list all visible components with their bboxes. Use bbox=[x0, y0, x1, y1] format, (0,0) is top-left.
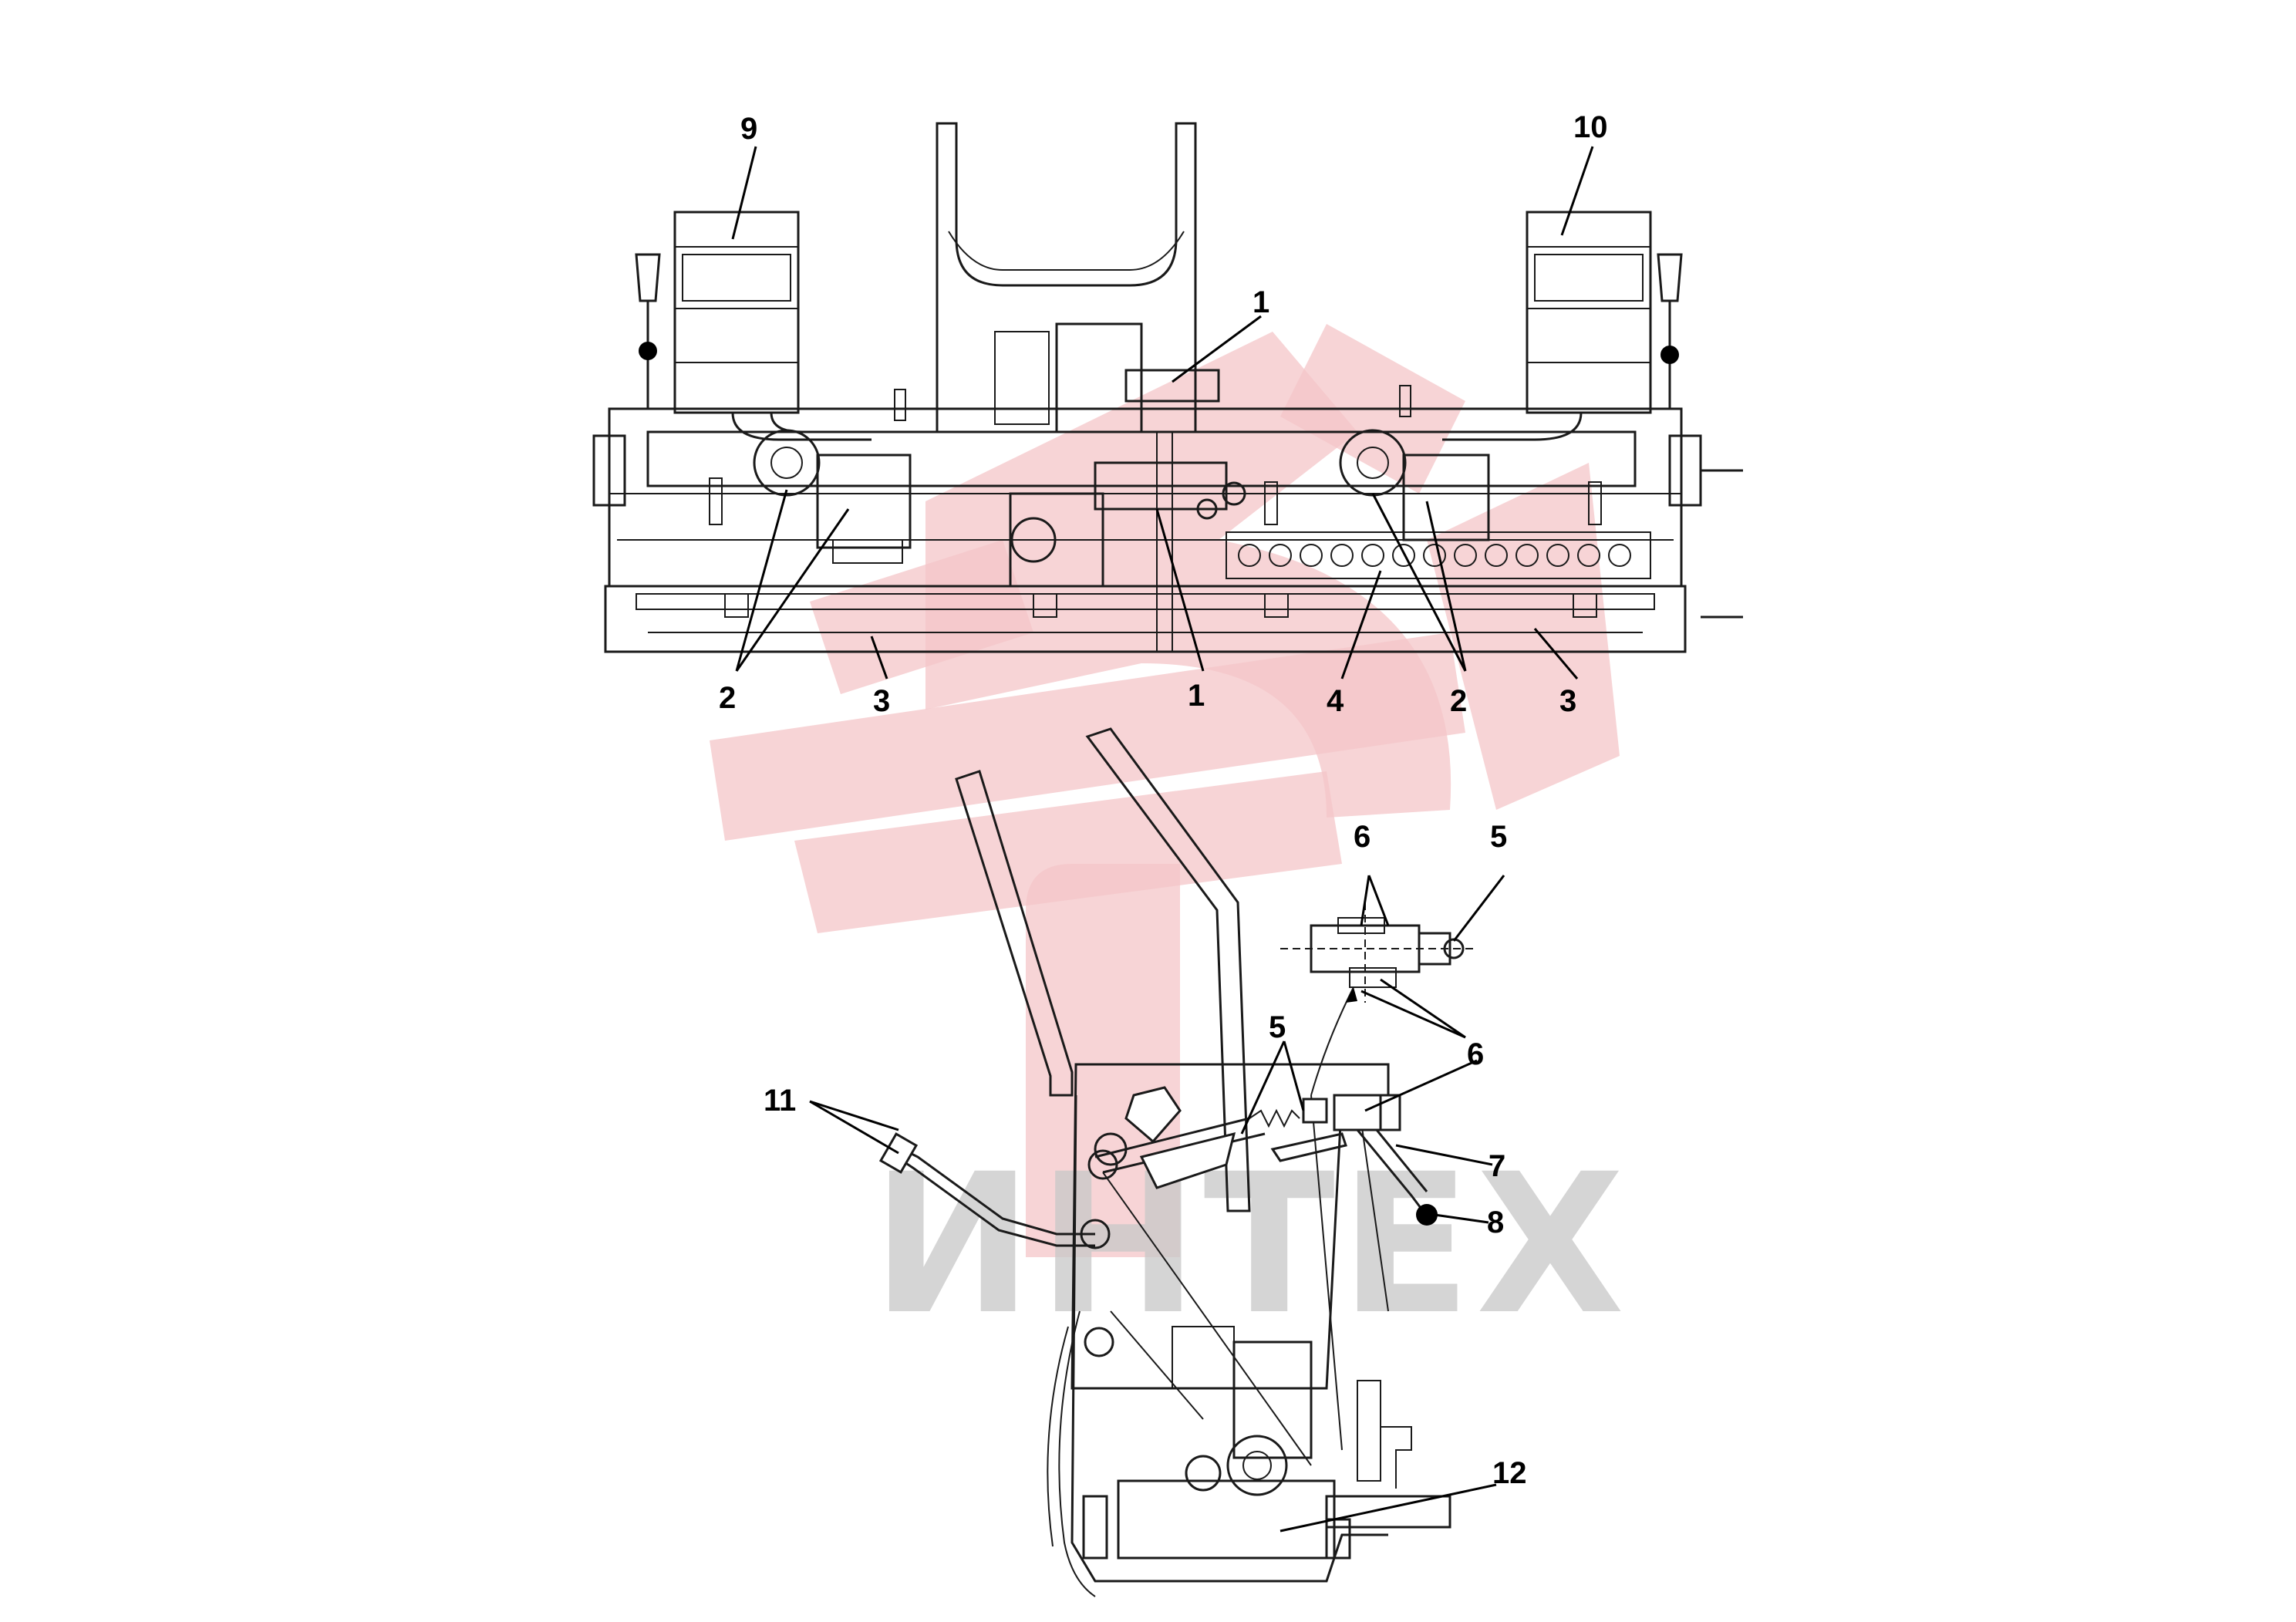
callout-3-right: 3 bbox=[1559, 684, 1576, 718]
watermark-logo bbox=[710, 324, 1620, 1257]
side-view bbox=[878, 727, 1473, 1597]
callout-5-top: 5 bbox=[1490, 820, 1507, 854]
top-view bbox=[592, 122, 1743, 653]
callout-1-bottom: 1 bbox=[1188, 679, 1205, 713]
callout-4: 4 bbox=[1327, 684, 1344, 718]
callout-11: 11 bbox=[764, 1084, 796, 1118]
watermark-text: ИНТЕХ bbox=[872, 1132, 1630, 1357]
callout-6-middle: 6 bbox=[1467, 1037, 1484, 1071]
callout-9: 9 bbox=[740, 112, 757, 146]
callout-2-right: 2 bbox=[1450, 684, 1467, 718]
callout-1-top: 1 bbox=[1253, 285, 1269, 319]
callout-7: 7 bbox=[1489, 1149, 1505, 1183]
heater-element-row bbox=[1238, 544, 1631, 567]
leader-lines bbox=[731, 146, 1594, 1533]
callout-3-left: 3 bbox=[873, 684, 890, 718]
callout-8: 8 bbox=[1487, 1206, 1504, 1239]
callout-5-middle: 5 bbox=[1269, 1010, 1286, 1044]
callout-12: 12 bbox=[1492, 1456, 1527, 1490]
callout-6-top: 6 bbox=[1354, 820, 1371, 854]
callout-2-left: 2 bbox=[719, 681, 736, 715]
svg-text:ИНТЕХ: ИНТЕХ bbox=[872, 1132, 1630, 1357]
callout-labels: 9 10 1 2 3 1 4 2 3 6 5 5 6 7 8 11 12 bbox=[719, 110, 1608, 1490]
callout-10: 10 bbox=[1573, 110, 1608, 144]
